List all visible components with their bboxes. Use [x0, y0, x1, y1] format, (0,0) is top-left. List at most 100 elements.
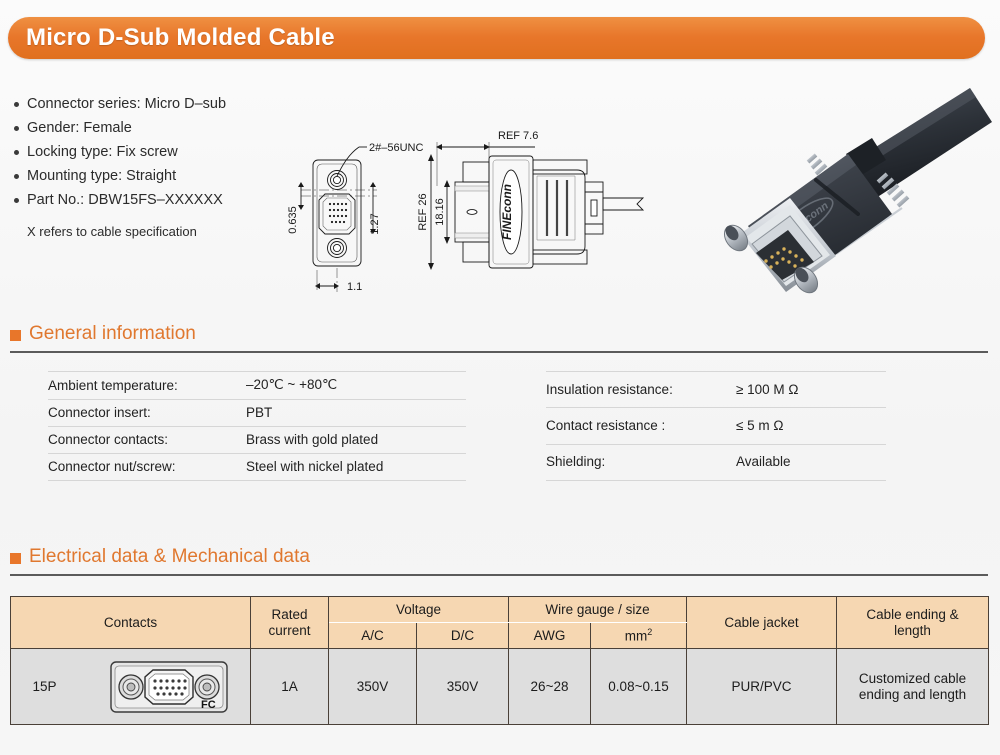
spec-text: Part No.: DBW15FS–XXXXXX — [27, 192, 223, 208]
row-value: Brass with gold plated — [246, 426, 466, 454]
technical-drawing-svg: FINEconn — [287, 130, 645, 293]
jackscrew-left — [723, 224, 749, 252]
section-title: Electrical data & Mechanical data — [29, 546, 310, 567]
row-key: Connector insert: — [48, 399, 246, 427]
row-key: Contact resistance : — [546, 407, 736, 445]
row-value: ≤ 5 m Ω — [736, 407, 886, 445]
general-information-section: General information Ambient temperature:… — [10, 323, 988, 482]
technical-drawing: FINEconn — [285, 120, 665, 300]
col-header-wire-gauge: Wire gauge / size — [508, 596, 688, 623]
cell-voltage-dc: 350V — [415, 648, 510, 725]
spec-text: Locking type: Fix screw — [27, 144, 178, 160]
list-item: Mounting type: Straight — [14, 166, 314, 187]
dim-ref-depth: REF 7.6 — [498, 130, 538, 142]
col-header-voltage-ac: A/C — [328, 622, 417, 649]
table-gap — [466, 371, 546, 481]
spec-text: Connector series: Micro D–sub — [27, 96, 227, 112]
cable-ending-value-line-1: Customized cable — [858, 670, 967, 686]
spec-footnote: X refers to cable specification — [27, 224, 197, 239]
bullet-icon — [14, 150, 19, 155]
cell-cable-ending: Customized cable ending and length — [836, 648, 990, 725]
row-key: Shielding: — [546, 443, 736, 482]
row-key: Insulation resistance: — [546, 370, 736, 409]
bullet-icon — [14, 198, 19, 203]
col-header-cable-ending: Cable ending & length — [836, 596, 990, 649]
cable-ending-line-1: Cable ending & — [866, 606, 959, 622]
row-value: Steel with nickel plated — [246, 453, 466, 481]
dim-pitch-v: 0.635 — [287, 206, 299, 234]
list-item: Part No.: DBW15FS–XXXXXX — [14, 190, 314, 211]
section-marker-icon — [10, 329, 21, 341]
row-value: PBT — [246, 399, 466, 427]
rated-current-line-1: Rated — [271, 606, 308, 622]
list-item: Gender: Female — [14, 118, 314, 139]
svg-text:FC: FC — [201, 699, 216, 711]
electrical-mechanical-table: Contacts Rated current Voltage Wire gaug… — [10, 596, 990, 725]
strain-relief-spring-bottom — [876, 172, 910, 208]
mm2-superscript: 2 — [647, 627, 653, 638]
col-header-contacts: Contacts — [10, 596, 251, 649]
contacts-count: 15P — [32, 679, 57, 694]
row-key: Connector contacts: — [48, 426, 246, 454]
table-row: Insulation resistance: ≥ 100 M Ω — [546, 370, 886, 409]
table-row: Connector nut/screw: Steel with nickel p… — [48, 453, 466, 481]
page-title: Micro D-Sub Molded Cable — [26, 24, 335, 51]
product-photo-svg: FINEconn — [723, 88, 992, 294]
mm2-label: mm — [624, 628, 648, 644]
electrical-mechanical-section: Electrical data & Mechanical data Contac… — [10, 546, 990, 725]
table-row: Shielding: Available — [546, 443, 886, 482]
dim-ref-height: REF 26 — [417, 193, 429, 230]
list-item: Locking type: Fix screw — [14, 142, 314, 163]
dim-thread: 2#–56UNC — [369, 142, 423, 154]
col-header-voltage: Voltage — [327, 596, 510, 623]
cell-mm2: 0.08~0.15 — [590, 648, 688, 725]
bullet-icon — [14, 126, 19, 131]
bullet-icon — [14, 102, 19, 107]
cable-ending-line-2: length — [894, 622, 931, 638]
table-row: Contact resistance : ≤ 5 m Ω — [546, 407, 886, 445]
section-header: General information — [10, 323, 988, 345]
table-row: Connector contacts: Brass with gold plat… — [48, 426, 466, 454]
col-header-awg: AWG — [508, 622, 592, 649]
row-key: Ambient temperature: — [48, 371, 246, 400]
col-header-cable-jacket: Cable jacket — [686, 596, 838, 649]
col-header-voltage-dc: D/C — [415, 622, 510, 649]
page-header-bar: Micro D-Sub Molded Cable — [8, 17, 985, 59]
general-information-tables: Ambient temperature: –20℃ ~ +80℃ Connect… — [10, 370, 988, 482]
connector-face-icon: FC — [109, 660, 228, 713]
list-item: Connector series: Micro D–sub — [14, 94, 314, 115]
cell-cable-jacket: PUR/PVC — [686, 648, 838, 725]
cable-ending-value-line-2: ending and length — [858, 686, 967, 702]
dim-pitch-h: 1.27 — [369, 213, 381, 234]
general-info-table-left: Ambient temperature: –20℃ ~ +80℃ Connect… — [48, 371, 466, 481]
section-divider — [10, 351, 988, 353]
svg-text:FINEconn: FINEconn — [500, 184, 514, 240]
table-row: Ambient temperature: –20℃ ~ +80℃ — [48, 371, 466, 400]
row-key: Connector nut/screw: — [48, 453, 246, 481]
rated-current-line-2: current — [268, 622, 311, 638]
table-row: 15P — [10, 648, 990, 725]
spec-text: Gender: Female — [27, 120, 132, 136]
cell-voltage-ac: 350V — [328, 648, 417, 725]
row-value: Available — [736, 443, 886, 482]
section-marker-icon — [10, 552, 21, 564]
bullet-icon — [14, 174, 19, 179]
product-spec-list: Connector series: Micro D–sub Gender: Fe… — [14, 94, 314, 239]
general-info-table-right: Insulation resistance: ≥ 100 M Ω Contact… — [546, 370, 886, 482]
dim-width: 1.1 — [347, 281, 362, 293]
table-header-row-2: A/C D/C AWG mm2 — [11, 622, 989, 649]
jackscrew-right — [793, 266, 819, 294]
col-header-mm2: mm2 — [590, 622, 688, 649]
product-photo: FINEconn — [640, 58, 1000, 308]
cell-contacts: 15P — [10, 648, 251, 725]
section-title: General information — [29, 323, 196, 344]
dim-inner-height: 18.16 — [434, 198, 446, 226]
col-header-rated-current: Rated current — [250, 596, 329, 649]
section-divider — [10, 574, 988, 576]
spec-text: Mounting type: Straight — [27, 168, 177, 184]
table-header-row-1: Contacts Rated current Voltage Wire gaug… — [10, 596, 990, 649]
cell-rated-current: 1A — [250, 648, 329, 725]
table-row: Connector insert: PBT — [48, 399, 466, 427]
cell-awg: 26~28 — [508, 648, 592, 725]
